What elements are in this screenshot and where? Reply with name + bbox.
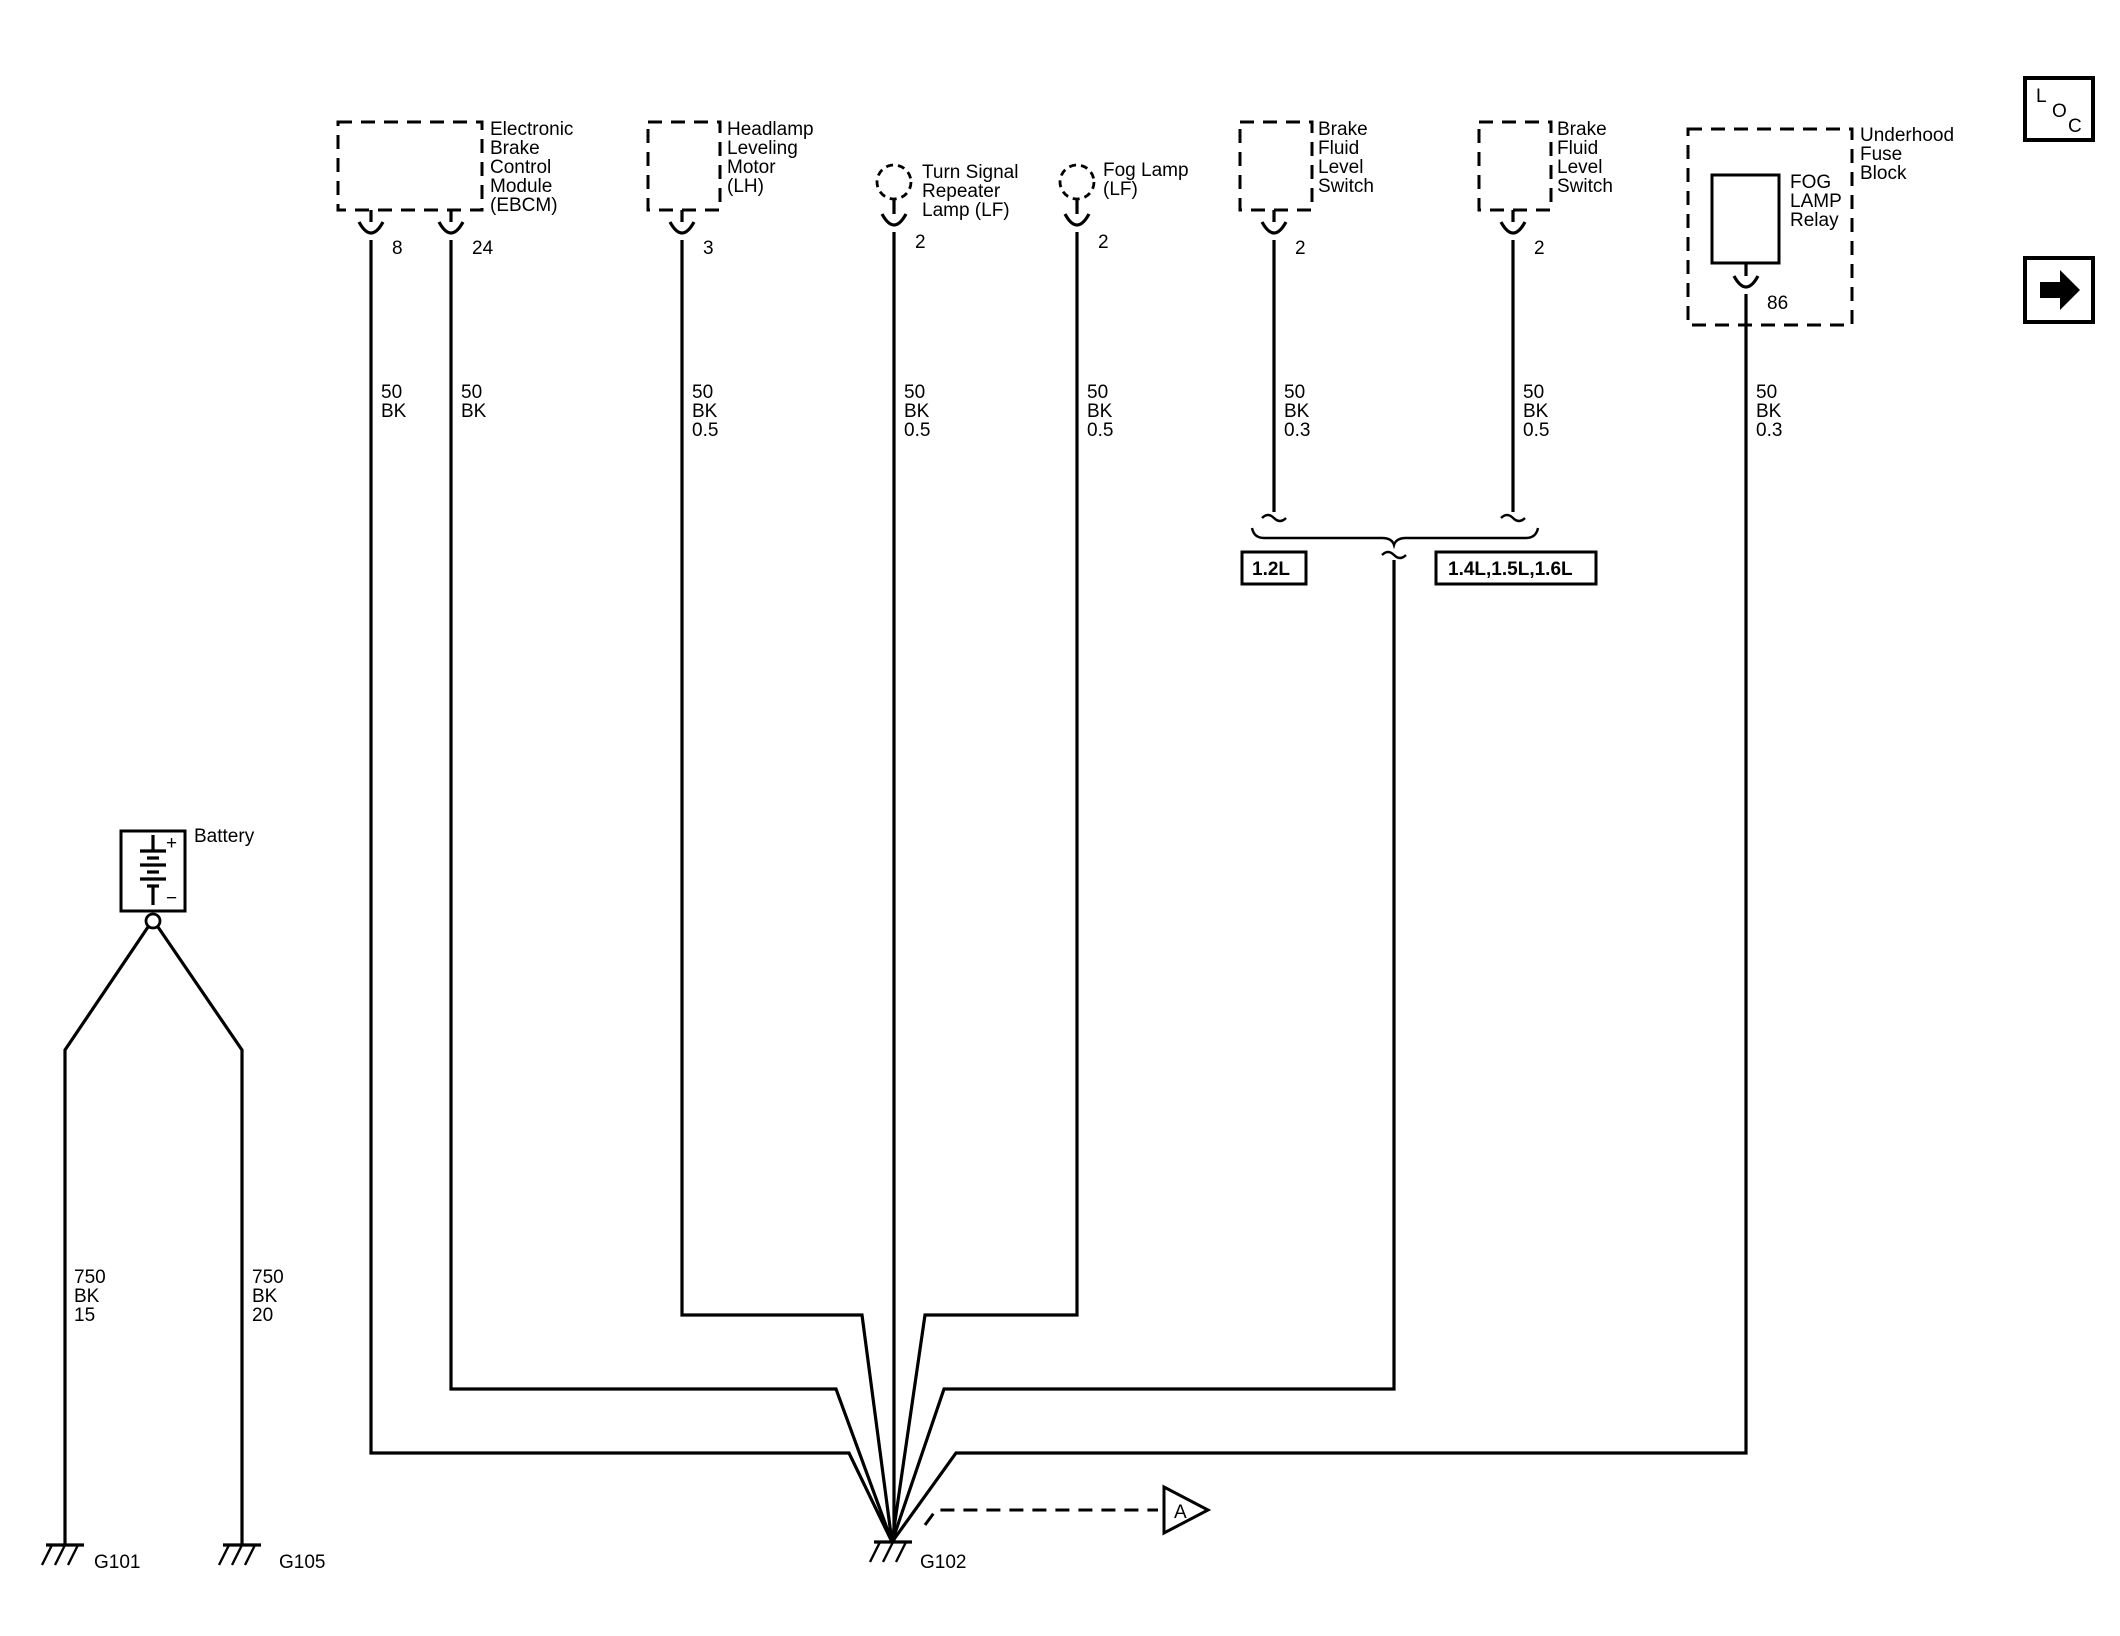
headlamp-leveling-motor: Headlamp Leveling Motor (LH) 3 <box>646 119 819 259</box>
brake-fluid-level-switch-1: Brake Fluid Level Switch 2 <box>1238 119 1374 259</box>
ground-g105-label: G105 <box>279 1552 325 1573</box>
ground-g105: G105 <box>217 1543 325 1573</box>
turn-signal-pin: 2 <box>915 232 926 253</box>
wire-battery-g101 <box>63 926 150 1545</box>
loc-letter-c: C <box>2068 116 2082 137</box>
turn-signal-repeater-lamp: Turn Signal Repeater Lamp (LF) 2 <box>875 162 1024 253</box>
ground-g101-label: G101 <box>94 1552 140 1573</box>
ebcm-label: Electronic Brake Control Module (EBCM) <box>490 119 579 216</box>
svg-text:1.4L,1.5L,1.6L: 1.4L,1.5L,1.6L <box>1448 559 1573 580</box>
wire-label-ebcm-24: 50 BK <box>461 382 487 422</box>
headlamp-motor-label: Headlamp Leveling Motor (LH) <box>727 119 819 197</box>
option-label-left: 1.2L <box>1240 550 1308 586</box>
reference-a-label: A <box>1174 1502 1187 1523</box>
turn-signal-label: Turn Signal Repeater Lamp (LF) <box>922 162 1024 221</box>
wire-ebcm-pin-24 <box>449 240 894 1543</box>
battery-plus: + <box>166 833 177 854</box>
brake-fluid-level-switch-2: Brake Fluid Level Switch 2 <box>1477 119 1613 259</box>
wire-battery-g105 <box>156 926 244 1545</box>
wire-ebcm-pin-8 <box>369 240 894 1543</box>
headlamp-motor-pin: 3 <box>703 238 714 259</box>
next-page-button[interactable] <box>2023 256 2095 324</box>
ground-g102-label: G102 <box>920 1552 966 1573</box>
wire-fog-lamp <box>890 232 1079 1543</box>
fog-lamp-relay <box>1710 173 1781 265</box>
option-label-right: 1.4L,1.5L,1.6L <box>1434 550 1598 586</box>
brake-switch-2-pin: 2 <box>1534 238 1545 259</box>
wire-label-brake-1: 50 BK 0.3 <box>1284 382 1315 441</box>
ebcm-pin-8: 8 <box>392 238 403 259</box>
arrow-right-icon <box>2040 270 2080 310</box>
fog-lamp-label: Fog Lamp (LF) <box>1103 160 1194 200</box>
battery: + − Battery <box>119 826 255 930</box>
ebcm-component: Electronic Brake Control Module (EBCM) 8… <box>336 119 579 259</box>
ebcm-pin-24: 24 <box>472 238 494 259</box>
fuse-block-label: Underhood Fuse Block <box>1860 125 1959 184</box>
brake-switch-1-pin: 2 <box>1295 238 1306 259</box>
fog-lamp-pin: 2 <box>1098 232 1109 253</box>
ground-g101: G101 <box>40 1543 140 1573</box>
loc-button[interactable]: L O C <box>2023 76 2095 142</box>
fog-lamp: Fog Lamp (LF) 2 <box>1058 160 1194 253</box>
wire-label-battery-g105: 750 BK 20 <box>252 1267 289 1326</box>
battery-minus: − <box>166 888 177 909</box>
loc-letter-l: L <box>2036 86 2047 107</box>
fog-lamp-relay-pin: 86 <box>1767 293 1788 314</box>
wire-label-fog-lamp: 50 BK 0.5 <box>1087 382 1118 441</box>
svg-text:1.2L: 1.2L <box>1252 559 1290 580</box>
wire-brake-switches <box>890 240 1540 1543</box>
reference-a-connector: A <box>923 1484 1212 1536</box>
loc-letter-o: O <box>2052 101 2067 122</box>
wire-label-brake-2: 50 BK 0.5 <box>1523 382 1554 441</box>
ground-g102: G102 <box>868 1540 966 1573</box>
wire-fog-relay <box>890 294 1748 1543</box>
brake-switch-1-label: Brake Fluid Level Switch <box>1318 119 1374 197</box>
wire-label-ebcm-8: 50 BK <box>381 382 407 422</box>
wire-label-turn-signal: 50 BK 0.5 <box>904 382 935 441</box>
wire-label-battery-g101: 750 BK 15 <box>74 1267 111 1326</box>
fog-lamp-relay-label: FOG LAMP Relay <box>1790 172 1847 231</box>
brake-switch-2-label: Brake Fluid Level Switch <box>1557 119 1613 197</box>
wire-label-fog-relay: 50 BK 0.3 <box>1756 382 1787 441</box>
battery-label: Battery <box>194 826 255 847</box>
underhood-fuse-block: Underhood Fuse Block FOG LAMP Relay 86 <box>1686 125 1959 327</box>
wire-label-headlamp: 50 BK 0.5 <box>692 382 723 441</box>
wire-headlamp-motor <box>680 240 894 1543</box>
